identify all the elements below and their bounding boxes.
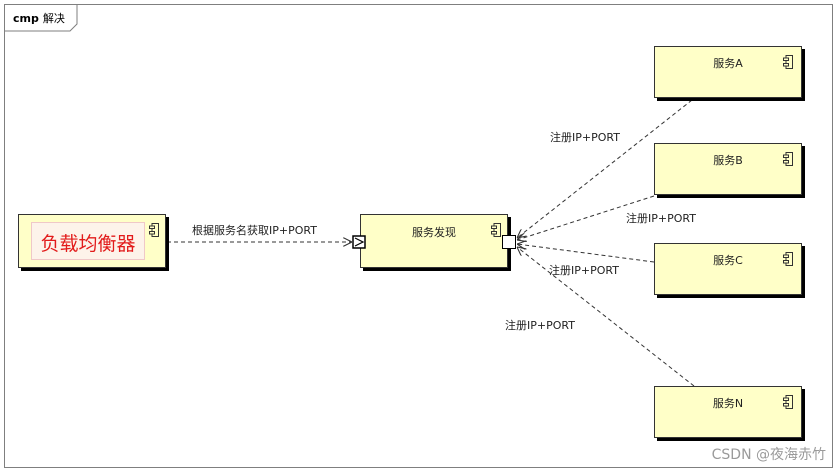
edge-a-register [517, 99, 693, 238]
component-service-n[interactable]: 服务N [654, 386, 802, 438]
watermark: CSDN @夜海赤竹 [711, 447, 826, 463]
edge-label-n-register: 注册IP+PORT [505, 319, 575, 332]
service-a-label: 服务A [713, 57, 743, 70]
provided-port [502, 235, 516, 249]
frame-keyword: cmp [13, 12, 39, 25]
frame-tab [4, 4, 78, 32]
component-icon [783, 252, 793, 266]
service-b-label: 服务B [713, 154, 743, 167]
component-service-a[interactable]: 服务A [654, 46, 802, 98]
component-icon [149, 223, 159, 237]
component-icon [491, 223, 501, 237]
edge-label-b-register: 注册IP+PORT [626, 212, 696, 225]
component-service-c[interactable]: 服务C [654, 243, 802, 295]
edge-label-a-register: 注册IP+PORT [550, 131, 620, 144]
service-discovery-label: 服务发现 [412, 226, 456, 239]
component-service-discovery[interactable]: 服务发现 [360, 214, 508, 268]
service-n-label: 服务N [712, 397, 744, 410]
load-balancer-label: 负载均衡器 [40, 233, 136, 255]
edge-b-register [517, 195, 655, 240]
frame-name: 解决 [42, 12, 65, 25]
component-service-b[interactable]: 服务B [654, 143, 802, 195]
service-c-label: 服务C [713, 254, 743, 267]
edge-label-lb-to-discovery: 根据服务名获取IP+PORT [192, 224, 317, 237]
edge-c-register [517, 244, 655, 263]
component-icon [783, 152, 793, 166]
component-icon [783, 395, 793, 409]
load-balancer-highlight: 负载均衡器 [31, 222, 145, 260]
edge-n-register [517, 247, 695, 387]
edge-label-c-register: 注册IP+PORT [549, 264, 619, 277]
component-icon [783, 55, 793, 69]
required-port-icon [352, 235, 366, 249]
